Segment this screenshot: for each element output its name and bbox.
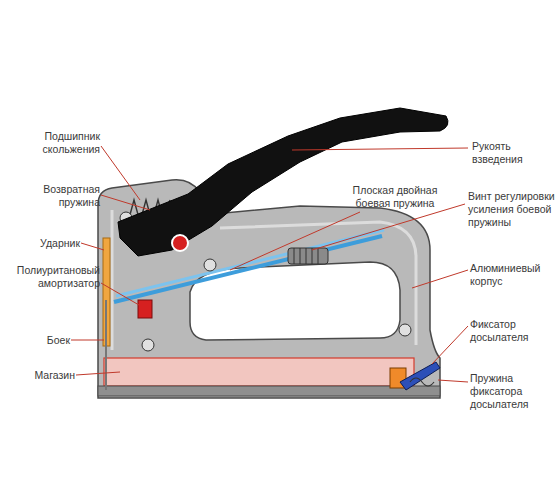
leader-line	[412, 270, 468, 288]
leader-line	[101, 195, 150, 210]
part-label: Ударник	[10, 237, 80, 250]
adjust-screw	[288, 248, 328, 264]
pivot	[142, 339, 154, 351]
leader-line	[81, 243, 104, 250]
buffer	[138, 300, 152, 318]
latch-lever	[400, 362, 440, 390]
part-label: Подшипник скольжения	[20, 130, 100, 156]
magazine	[104, 358, 414, 386]
leader-line	[101, 283, 139, 305]
leader-line	[312, 204, 465, 250]
leader-line	[101, 146, 140, 200]
blade	[105, 300, 107, 390]
handle-pivot	[172, 235, 188, 251]
leader-line	[438, 380, 468, 382]
cocking-handle	[118, 108, 448, 256]
leader-line	[76, 372, 120, 375]
pivot	[204, 259, 216, 271]
leader-line	[292, 148, 468, 150]
part-label: Фиксатор досылателя	[470, 318, 555, 344]
leader-line	[71, 340, 104, 341]
screw-thread	[294, 248, 318, 264]
pivot	[399, 324, 411, 336]
leader-lines	[71, 146, 468, 382]
part-label: Боек	[10, 334, 70, 347]
leader-line	[432, 326, 468, 364]
part-label: Алюминиевый корпус	[470, 262, 555, 288]
base-plate	[98, 386, 440, 396]
part-label: Плоская двойная боевая пружина	[345, 184, 445, 210]
part-label: Возвратная пружина	[20, 183, 100, 209]
part-label: Полиуритановый амортизатор	[0, 264, 100, 290]
part-label: Рукоять взведения	[472, 140, 552, 166]
latch-spring	[410, 378, 434, 386]
part-label: Винт регулировки усиления боевой пружины	[468, 190, 560, 229]
part-label: Пружина фиксатора досылателя	[470, 372, 560, 411]
part-label: Магазин	[10, 369, 75, 382]
